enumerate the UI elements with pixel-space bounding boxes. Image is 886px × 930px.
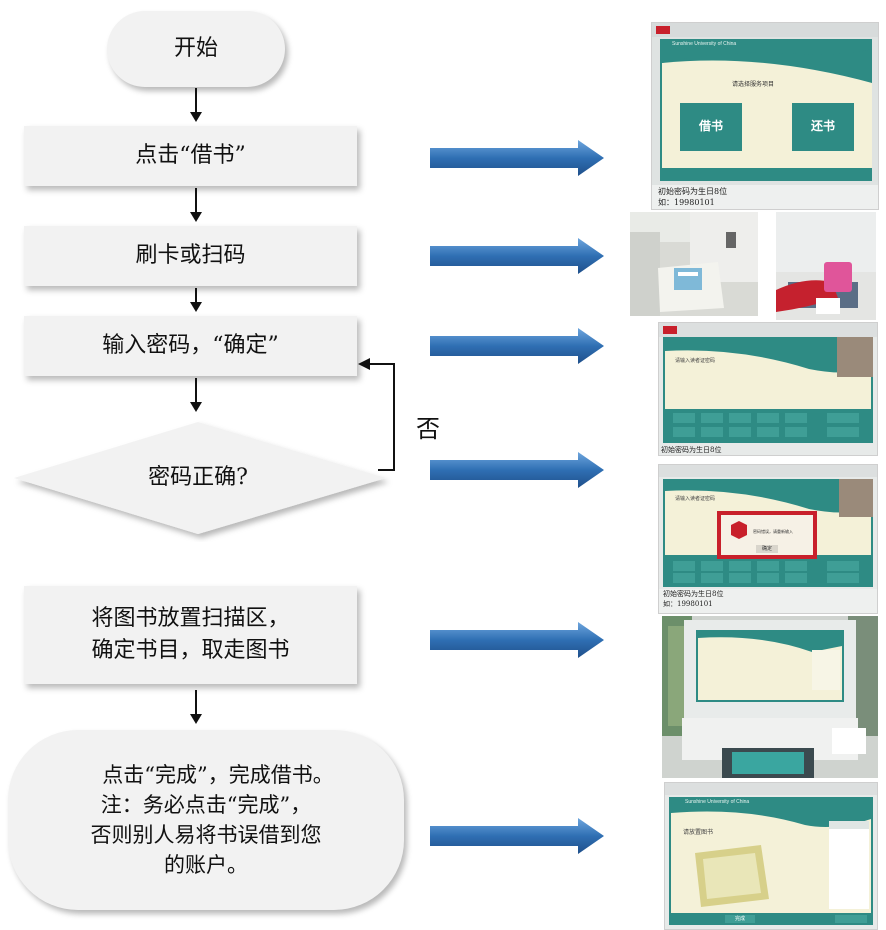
finish-header: Sunshine University of China xyxy=(685,799,750,805)
connector-arrow-4 xyxy=(190,378,202,412)
start-label: 开始 xyxy=(173,36,218,61)
step-scan-line-2: 确定书目，取走图书 xyxy=(91,638,290,663)
blue-arrow-6 xyxy=(430,818,604,854)
password-prompt: 请输入读者证密码 xyxy=(675,358,716,364)
menu-return-button[interactable]: 还书 xyxy=(810,119,835,133)
connector-arrow-5 xyxy=(190,690,202,724)
menu-borrow-button[interactable]: 借书 xyxy=(698,119,723,133)
no-label: 否 xyxy=(416,415,440,443)
kiosk-photo xyxy=(662,616,878,778)
decision-label: 密码正确? xyxy=(148,465,248,490)
finish-done-button[interactable]: 完成 xyxy=(734,916,745,922)
blue-arrow-5 xyxy=(430,622,604,658)
card-scanner-photo-1 xyxy=(630,212,758,316)
card-scanner-photo-2 xyxy=(776,212,876,320)
step-finish-line-1: 点击“完成”，完成借书。 xyxy=(102,763,334,787)
error-hint-1: 初始密码为生日8位 xyxy=(663,590,724,598)
step-borrow-node: 点击“借书” xyxy=(24,126,357,186)
step-scan-node: 将图书放置扫描区， 确定书目，取走图书 xyxy=(24,586,357,684)
finish-prompt: 请放置图书 xyxy=(683,829,714,836)
error-hint-2: 如：19980101 xyxy=(663,600,713,608)
menu-hint-1: 初始密码为生日8位 xyxy=(658,187,728,196)
start-node: 开始 xyxy=(107,11,285,87)
blue-arrow-1 xyxy=(430,140,604,176)
error-prompt: 请输入读者证密码 xyxy=(675,496,716,502)
menu-hint-2: 如：19980101 xyxy=(658,198,715,207)
password-hint: 初始密码为生日8位 xyxy=(661,446,722,454)
menu-header: Sunshine University of China xyxy=(672,41,737,47)
step-password-node: 输入密码，“确定” xyxy=(24,316,357,376)
menu-prompt: 请选择服务项目 xyxy=(732,81,775,88)
step-finish-line-3: 否则别人易将书误借到您 xyxy=(90,823,322,847)
step-card-node: 刷卡或扫码 xyxy=(24,226,357,286)
step-scan-line-1: 将图书放置扫描区， xyxy=(91,606,290,631)
no-loop-connector xyxy=(358,358,395,471)
connector-arrow-2 xyxy=(190,188,202,222)
blue-arrow-2 xyxy=(430,238,604,274)
error-text: 密码错误，请重新输入 xyxy=(753,529,793,534)
decision-diamond xyxy=(14,422,386,534)
step-finish-line-2: 注：务必点击“完成”， xyxy=(100,793,312,817)
step-finish-line-4: 的账户。 xyxy=(164,853,248,877)
step-borrow-label: 点击“借书” xyxy=(135,143,246,168)
screenshot-finish: Sunshine University of China 请放置图书 完成 xyxy=(664,782,878,930)
step-card-label: 刷卡或扫码 xyxy=(135,243,246,268)
blue-arrow-3 xyxy=(430,328,604,364)
error-ok-button[interactable]: 确定 xyxy=(761,546,772,552)
blue-arrow-4 xyxy=(430,452,604,488)
screenshot-error: 请输入读者证密码 密码错误，请重新输入 确定 初始密码为生日8位 如：19980… xyxy=(658,464,878,614)
connector-arrow-1 xyxy=(190,88,202,122)
step-password-label: 输入密码，“确定” xyxy=(102,333,279,358)
step-finish-node: 点击“完成”，完成借书。 注：务必点击“完成”， 否则别人易将书误借到您 的账户… xyxy=(8,730,404,910)
connector-arrow-3 xyxy=(190,288,202,312)
screenshot-password: 请输入读者证密码 初始密码为生日8位 xyxy=(658,322,878,456)
screenshot-menu: Sunshine University of China 请选择服务项目 借书 … xyxy=(651,22,879,210)
